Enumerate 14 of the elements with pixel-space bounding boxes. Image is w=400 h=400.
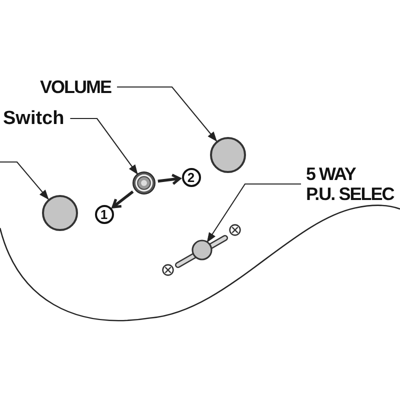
arrow — [112, 190, 134, 208]
leader-line — [0, 161, 49, 200]
arrow — [158, 174, 181, 186]
leader-line — [117, 86, 218, 142]
part-label: 5 WAY P.U. SELEC — [306, 164, 395, 204]
part-label: Switch — [3, 109, 66, 128]
part-label: VOLUME — [40, 78, 112, 96]
callout-number: 2 — [182, 168, 200, 186]
control-knob — [210, 137, 246, 173]
callout-number: 1 — [94, 204, 114, 224]
toggle-switch — [132, 171, 156, 195]
control-knob — [42, 195, 78, 231]
leader-line — [206, 183, 301, 242]
leader-line — [70, 118, 138, 174]
